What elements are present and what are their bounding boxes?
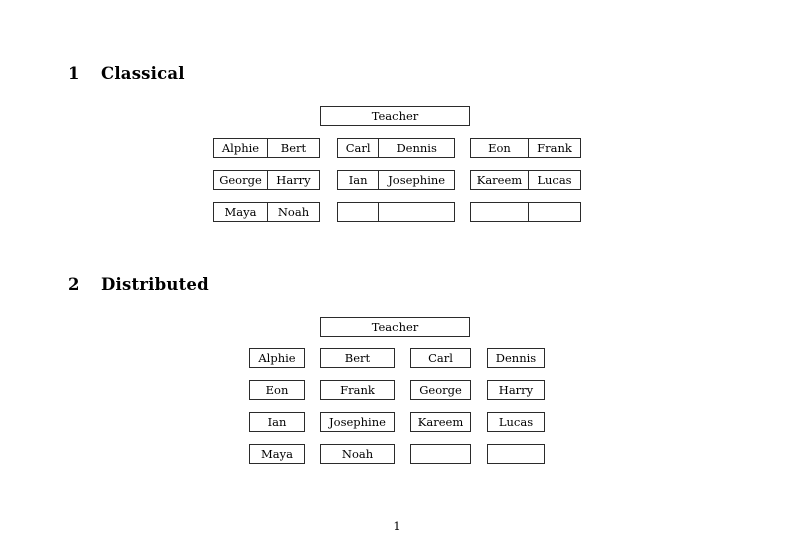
teacher-box-distributed: Teacher xyxy=(320,317,470,337)
student-pair-group: Carl Dennis xyxy=(337,138,455,158)
student-box: Dennis xyxy=(487,348,545,368)
student-box: Carl xyxy=(410,348,471,368)
student-box: Noah xyxy=(320,444,395,464)
student-cell: Eon xyxy=(488,141,511,155)
student-cell: Lucas xyxy=(527,171,580,189)
student-box-empty xyxy=(487,444,545,464)
section-number: 2 xyxy=(68,275,80,294)
student-box: Josephine xyxy=(320,412,395,432)
student-pair-group: Eon Frank xyxy=(470,138,581,158)
student-box: Harry xyxy=(487,380,545,400)
student-box: Eon xyxy=(249,380,305,400)
student-cell: Kareem xyxy=(476,173,523,187)
section-title: Distributed xyxy=(101,275,209,294)
section-number: 1 xyxy=(68,64,80,83)
student-pair-group-empty xyxy=(470,202,581,222)
section-heading-distributed: 2 Distributed xyxy=(68,275,368,297)
student-pair-group: Alphie Bert xyxy=(213,138,320,158)
student-pair-group: Maya Noah xyxy=(213,202,320,222)
student-cell: Carl xyxy=(345,141,371,155)
student-cell: Dennis xyxy=(378,139,454,157)
student-box: Bert xyxy=(320,348,395,368)
student-pair-group: Ian Josephine xyxy=(337,170,455,190)
section-heading-classical: 1 Classical xyxy=(68,64,368,86)
student-box-empty xyxy=(410,444,471,464)
student-cell: Maya xyxy=(224,205,257,219)
student-cell: George xyxy=(219,173,262,187)
student-box: Frank xyxy=(320,380,395,400)
teacher-box-classical: Teacher xyxy=(320,106,470,126)
student-cell: Ian xyxy=(348,173,368,187)
student-box: Alphie xyxy=(249,348,305,368)
student-cell: Harry xyxy=(266,171,319,189)
page-number: 1 xyxy=(393,519,401,533)
student-cell: Bert xyxy=(266,139,319,157)
student-box: Lucas xyxy=(487,412,545,432)
student-cell-empty xyxy=(378,203,454,221)
student-box: Ian xyxy=(249,412,305,432)
student-pair-group: George Harry xyxy=(213,170,320,190)
student-cell-empty xyxy=(527,203,580,221)
student-cell: Noah xyxy=(266,203,319,221)
student-cell: Alphie xyxy=(221,141,260,155)
section-title: Classical xyxy=(101,64,185,83)
student-box: Kareem xyxy=(410,412,471,432)
student-cell: Josephine xyxy=(378,171,454,189)
student-cell-empty xyxy=(471,203,528,221)
student-pair-group: Kareem Lucas xyxy=(470,170,581,190)
student-box: Maya xyxy=(249,444,305,464)
student-pair-group-empty xyxy=(337,202,455,222)
student-box: George xyxy=(410,380,471,400)
student-cell: Frank xyxy=(527,139,580,157)
student-cell-empty xyxy=(338,203,378,221)
